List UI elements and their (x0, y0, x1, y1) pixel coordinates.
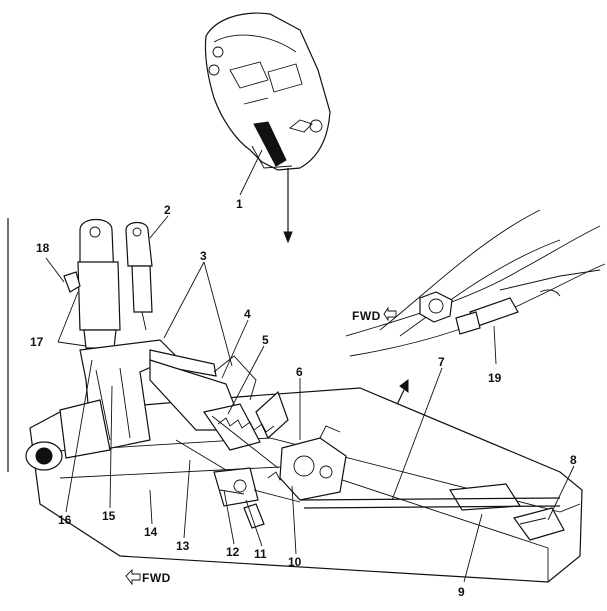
leader-lines (57, 149, 575, 583)
trunnion-structure (59, 339, 178, 459)
callout-16: 16 (58, 513, 72, 527)
callout-6: 6 (296, 365, 303, 379)
right-strut-cylinder (125, 221, 153, 331)
callout-3: 3 (200, 249, 207, 263)
fwd-label-main: FWD (142, 571, 171, 585)
callout-12: 12 (226, 545, 240, 559)
callout-2: 2 (164, 203, 171, 217)
callout-4: 4 (244, 307, 251, 321)
fwd-arrow-icon (125, 568, 141, 586)
gearbox (279, 425, 347, 501)
callout-13: 13 (176, 539, 190, 553)
callout-labels: 1 2 3 4 5 6 7 8 9 10 11 12 13 14 15 16 1… (30, 197, 577, 599)
detail-inset (345, 209, 606, 357)
callout-18: 18 (36, 241, 50, 255)
aircraft-nose-inset (204, 12, 331, 171)
callout-7: 7 (438, 355, 445, 369)
callout-8: 8 (570, 453, 577, 467)
nose-to-gear-arrow (283, 168, 293, 244)
callout-1: 1 (236, 197, 243, 211)
fwd-label-detail: FWD (352, 309, 381, 323)
callout-19: 19 (488, 371, 502, 385)
callout-9: 9 (458, 585, 465, 599)
callout-5: 5 (262, 333, 269, 347)
callout-15: 15 (102, 509, 116, 523)
left-strut-cylinder (63, 218, 121, 349)
leader-18 (45, 257, 65, 283)
callout-11: 11 (254, 547, 267, 561)
callout-14: 14 (144, 525, 158, 539)
fwd-indicator-main: FWD (125, 568, 171, 586)
drag-brace-linkage (149, 349, 289, 451)
fwd-indicator-detail: FWD (352, 306, 397, 323)
fwd-arrow-icon (383, 306, 397, 322)
callout-17: 17 (30, 335, 44, 349)
callout-10: 10 (288, 555, 302, 569)
long-control-rod (299, 497, 561, 509)
